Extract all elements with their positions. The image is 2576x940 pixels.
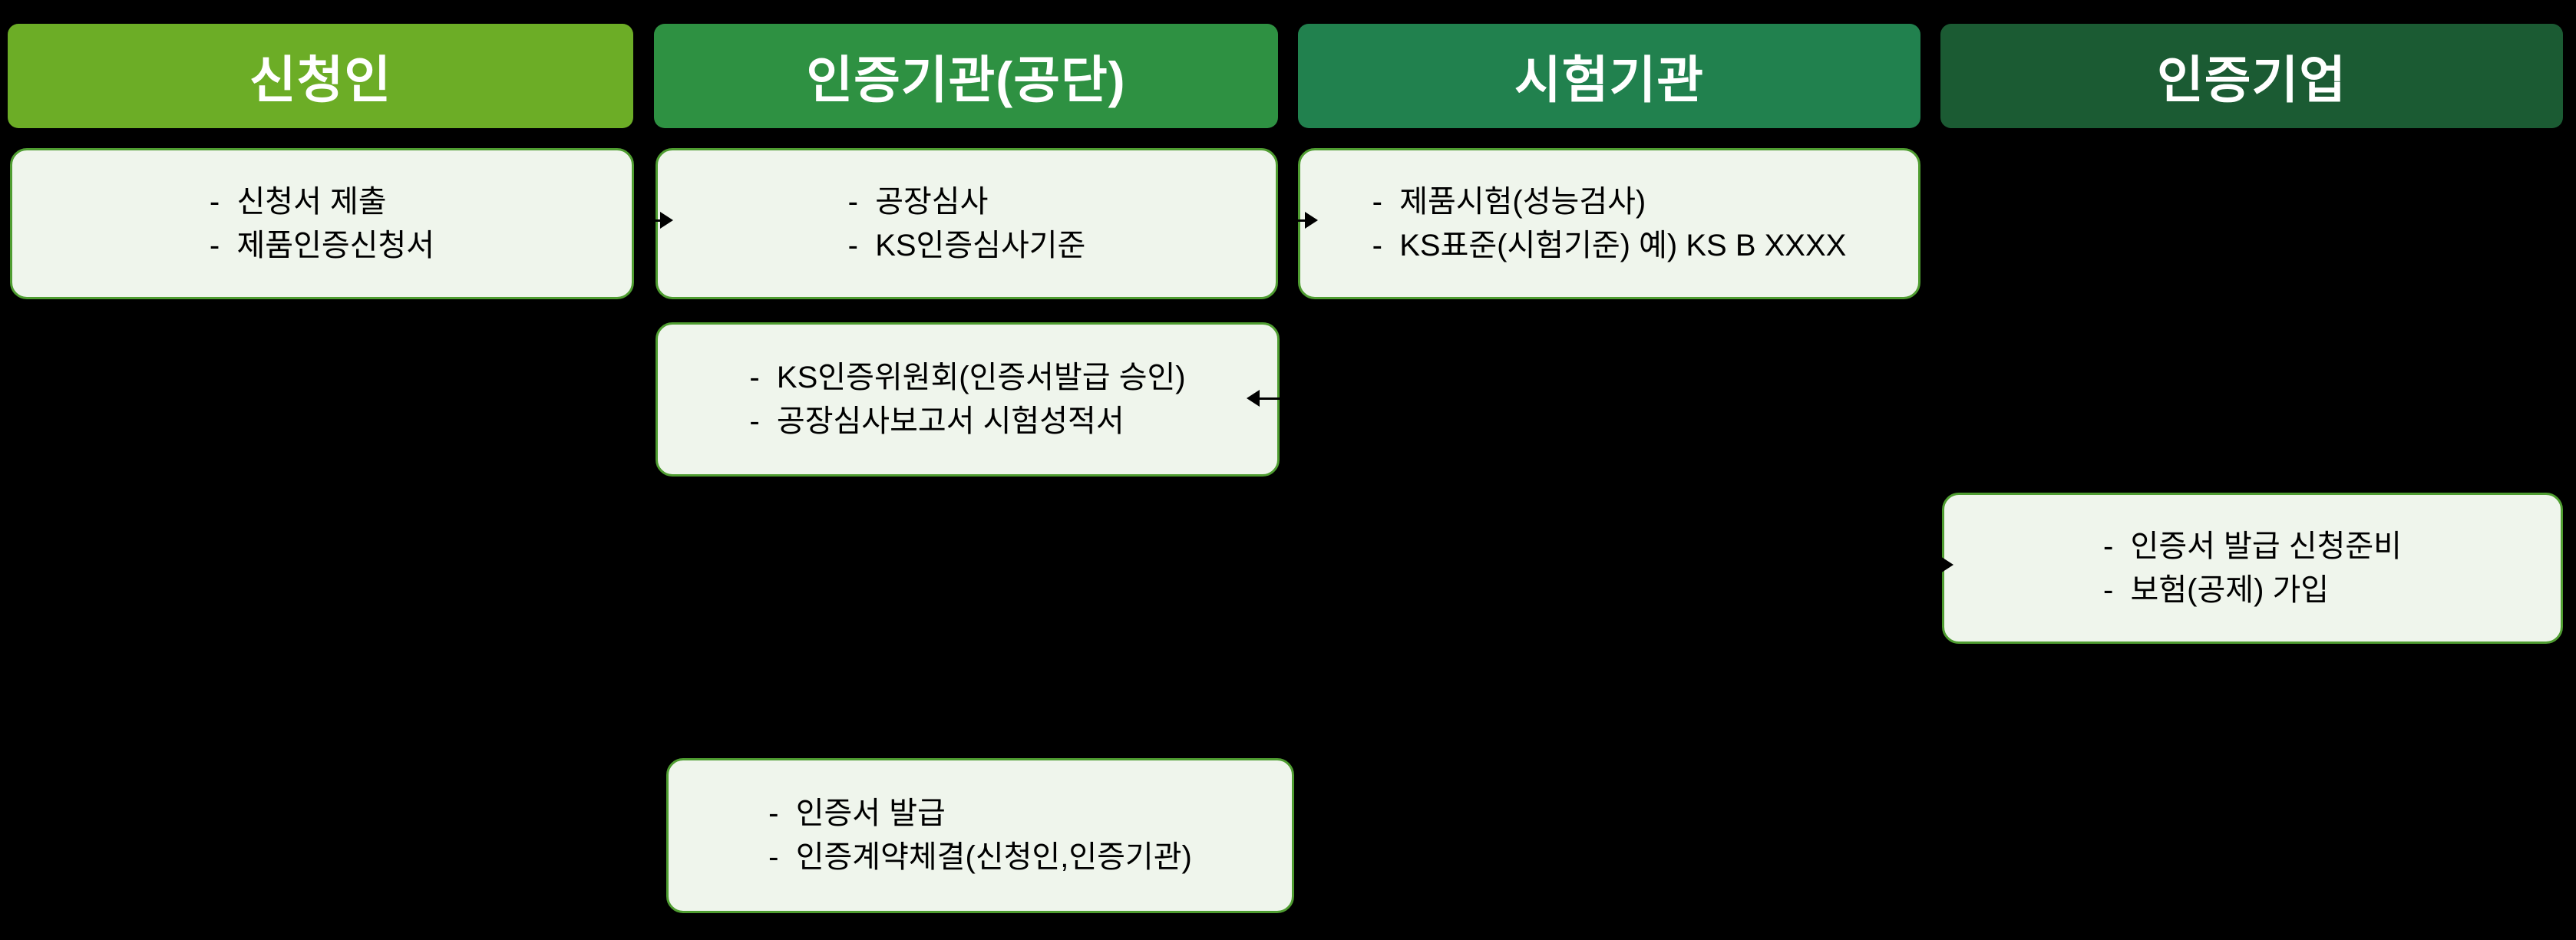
box-cert-issue-prep: - 인증서 발급 신청준비 - 보험(공제) 가입 — [1942, 493, 2563, 644]
box-text-block: - 인증서 발급 신청준비 - 보험(공제) 가입 — [2103, 525, 2402, 612]
header-testing-body: 시험기관 — [1298, 24, 1920, 128]
box-line: - KS표준(시험기준) 예) KS B XXXX — [1372, 228, 1847, 262]
box-line: - 공장심사보고서 시험성적서 — [749, 404, 1125, 438]
arrow-right-icon — [634, 212, 673, 229]
box-line: - 인증서 발급 — [768, 797, 946, 830]
box-ks-cert-committee: - KS인증위원회(인증서발급 승인) - 공장심사보고서 시험성적서 — [656, 322, 1280, 477]
box-line: - 제품인증신청서 — [209, 228, 435, 262]
arrow-shaft — [1260, 397, 1286, 400]
box-applicant-submission: - 신청서 제출 - 제품인증신청서 — [10, 148, 634, 299]
box-cert-issue-contract: - 인증서 발급 - 인증계약체결(신청인,인증기관) — [666, 758, 1294, 913]
arrow-shaft — [634, 219, 660, 222]
header-certification-body: 인증기관(공단) — [654, 24, 1278, 128]
box-line: - 인증계약체결(신청인,인증기관) — [768, 840, 1192, 874]
box-text-block: - 제품시험(성능검사) - KS표준(시험기준) 예) KS B XXXX — [1372, 180, 1847, 268]
box-factory-audit: - 공장심사 - KS인증심사기준 — [656, 148, 1278, 299]
box-product-test: - 제품시험(성능검사) - KS표준(시험기준) 예) KS B XXXX — [1298, 148, 1920, 299]
arrow-head — [1305, 212, 1318, 229]
box-line: - 보험(공제) 가입 — [2103, 572, 2330, 607]
header-applicant: 신청인 — [8, 24, 633, 128]
arrow-left-icon — [1247, 390, 1286, 407]
box-text-block: - KS인증위원회(인증서발급 승인) - 공장심사보고서 시험성적서 — [749, 356, 1185, 444]
arrow-head — [1940, 556, 1953, 573]
box-text-block: - 공장심사 - KS인증심사기준 — [848, 180, 1086, 268]
box-line: - KS인증위원회(인증서발급 승인) — [749, 360, 1186, 394]
box-line: - 신청서 제출 — [209, 184, 387, 219]
box-line: - 공장심사 — [847, 184, 989, 219]
arrow-head — [1247, 390, 1260, 407]
arrow-shaft — [1914, 563, 1940, 566]
arrow-head — [660, 212, 673, 229]
box-line: - KS인증심사기준 — [847, 228, 1086, 262]
arrow-shaft — [1279, 219, 1305, 222]
header-certified-company: 인증기업 — [1940, 24, 2563, 128]
box-line: - 인증서 발급 신청준비 — [2103, 529, 2402, 563]
arrow-right-icon — [1914, 556, 1953, 573]
box-text-block: - 인증서 발급 - 인증계약체결(신청인,인증기관) — [768, 792, 1192, 879]
arrow-right-icon — [1279, 212, 1318, 229]
box-line: - 제품시험(성능검사) — [1372, 184, 1646, 219]
box-text-block: - 신청서 제출 - 제품인증신청서 — [210, 180, 434, 268]
